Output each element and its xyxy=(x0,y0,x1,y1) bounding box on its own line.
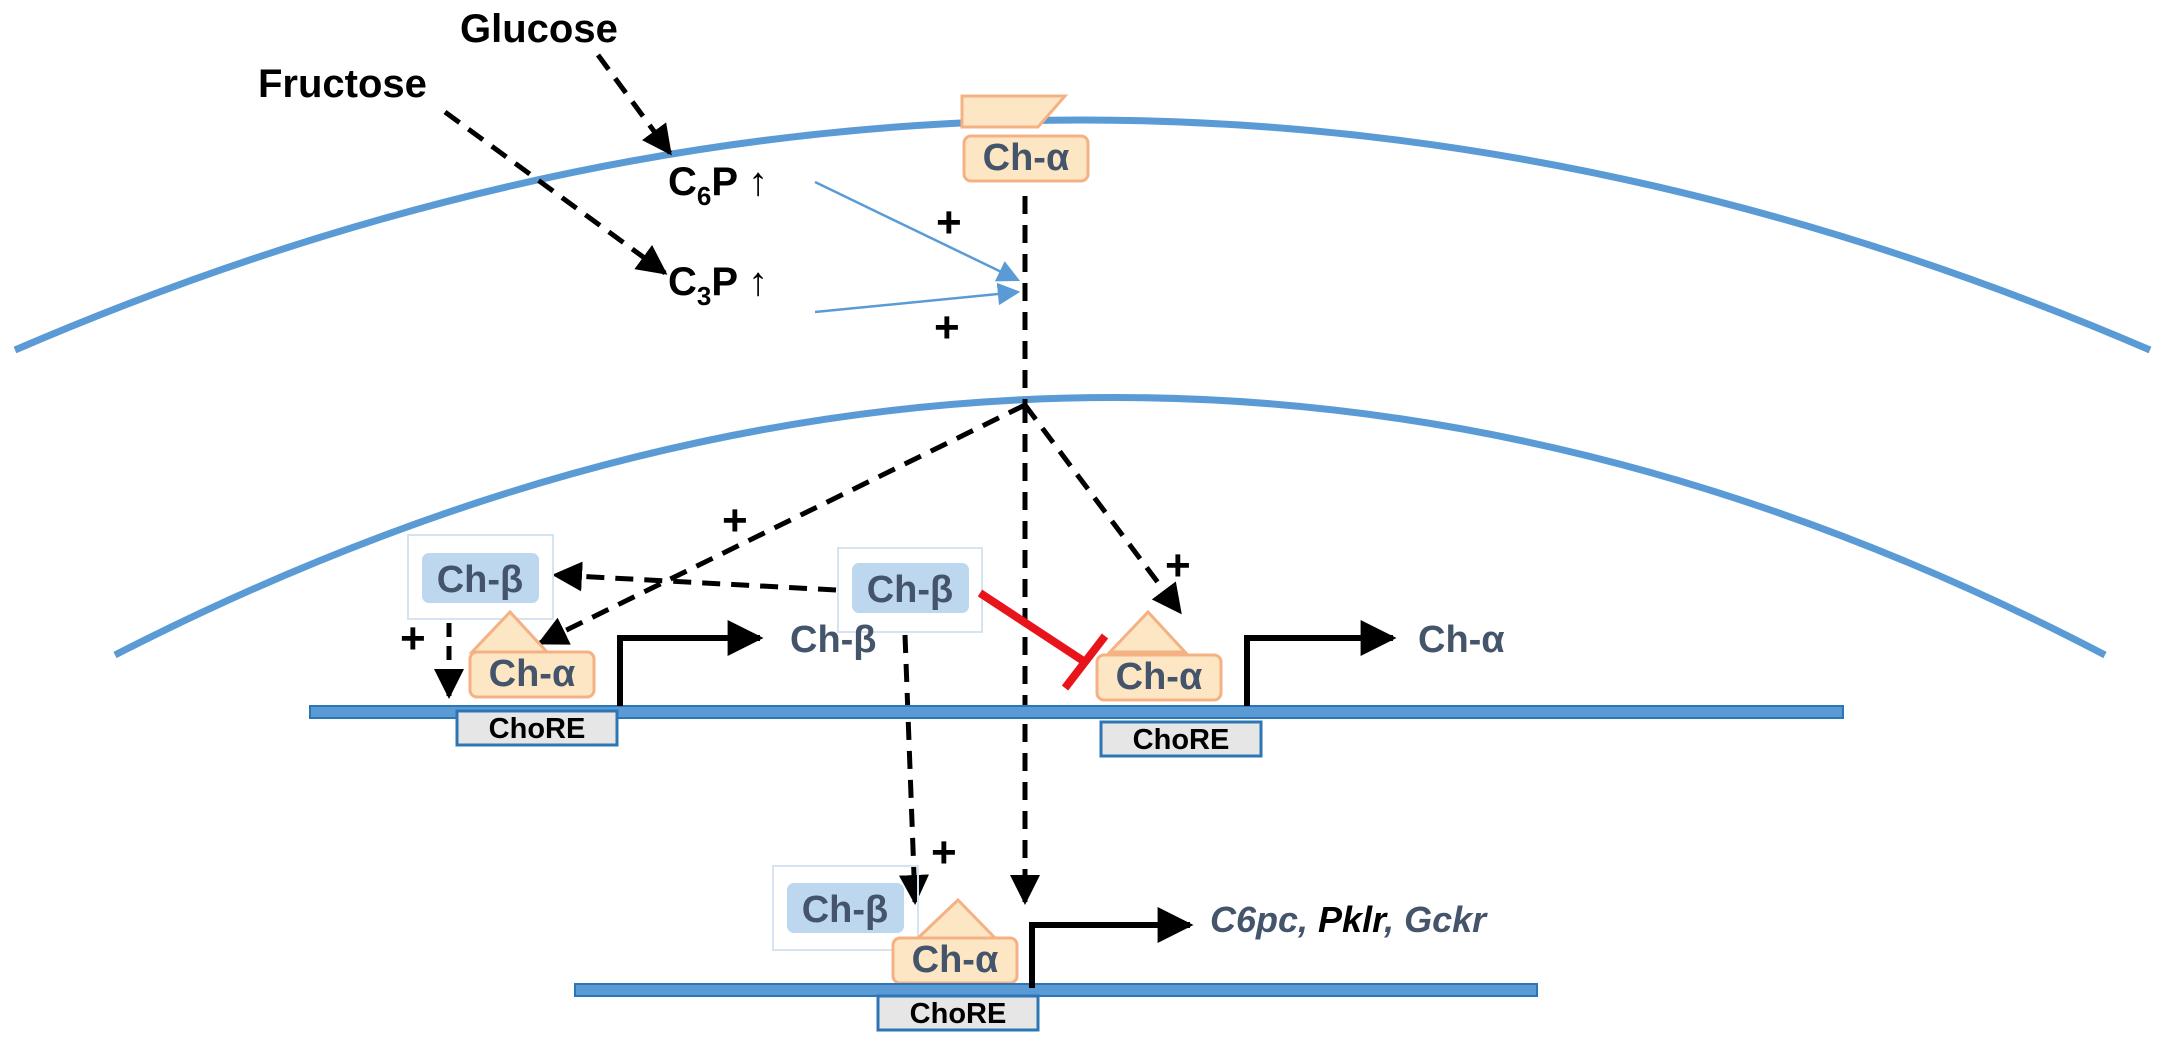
beta-label-bottom: Ch-β xyxy=(802,889,889,931)
beta-label-left: Ch-β xyxy=(437,559,524,601)
alpha-label-left: Ch-α xyxy=(489,653,576,695)
alpha-to-right-choRE-arrow xyxy=(1022,403,1183,615)
c3p-label: C3P↑ xyxy=(668,260,768,311)
beta-to-left-beta-arrow xyxy=(552,561,837,593)
alpha-label-cytoplasm: Ch-α xyxy=(983,137,1070,179)
transcription-arrow-alpha xyxy=(1244,620,1397,706)
fructose-to-c3p-arrow xyxy=(443,109,668,276)
dna-strand-upper xyxy=(309,705,1844,719)
target-genes-label: C6pc,Pklr, Gckr xyxy=(1210,899,1488,940)
bottom-complex: Ch-β Ch-α xyxy=(772,865,1019,985)
alpha-to-left-choRE-arrow xyxy=(537,402,1027,646)
chrebp-alpha-cytoplasmic: Ch-α xyxy=(960,94,1090,183)
fructose-label: Fructose xyxy=(258,62,427,106)
chrebp-beta-central: Ch-β xyxy=(837,547,983,633)
nuclear-membrane xyxy=(113,394,2107,659)
plus-sign-bottom: + xyxy=(931,828,957,877)
plus-sign-right-branch: + xyxy=(1165,541,1191,590)
plus-sign-c6p: + xyxy=(936,198,962,247)
alpha-label-right: Ch-α xyxy=(1116,656,1203,698)
plus-sign-c3p: + xyxy=(934,303,960,352)
transcription-arrow-target-genes xyxy=(1029,907,1194,988)
glucose-label: Glucose xyxy=(460,7,618,51)
alpha-gene-product-label: Ch-α xyxy=(1418,619,1505,661)
alpha-label-bottom: Ch-α xyxy=(912,939,999,981)
inhibition-bar xyxy=(1061,633,1109,691)
beta-inhibits-alpha-line xyxy=(977,589,1088,666)
choRE-label-left: ChoRE xyxy=(489,713,586,745)
choRE-box-left xyxy=(455,709,619,747)
cell-membrane xyxy=(13,116,2152,354)
choRE-box-bottom xyxy=(876,994,1040,1032)
plus-sign-left-branch: + xyxy=(722,496,748,545)
glucose-to-c6p-arrow xyxy=(595,53,673,156)
transcription-arrow-beta xyxy=(617,620,764,706)
choRE-box-right xyxy=(1099,720,1263,758)
dna-strand-lower xyxy=(574,983,1538,997)
choRE-label-right: ChoRE xyxy=(1133,724,1230,756)
right-complex: Ch-α xyxy=(1095,609,1223,702)
c6p-label: C6P↑ xyxy=(668,160,768,211)
plus-sign-left-complex: + xyxy=(400,614,426,663)
beta-gene-product-label: Ch-β xyxy=(790,619,877,661)
choRE-label-bottom: ChoRE xyxy=(910,998,1007,1030)
c6p-activation-arrow xyxy=(814,180,1021,282)
beta-to-bottom-complex-arrow xyxy=(898,634,929,905)
c3p-activation-arrow xyxy=(814,282,1021,314)
beta-label-central: Ch-β xyxy=(867,569,954,611)
left-complex: Ch-β + Ch-α xyxy=(400,534,596,699)
